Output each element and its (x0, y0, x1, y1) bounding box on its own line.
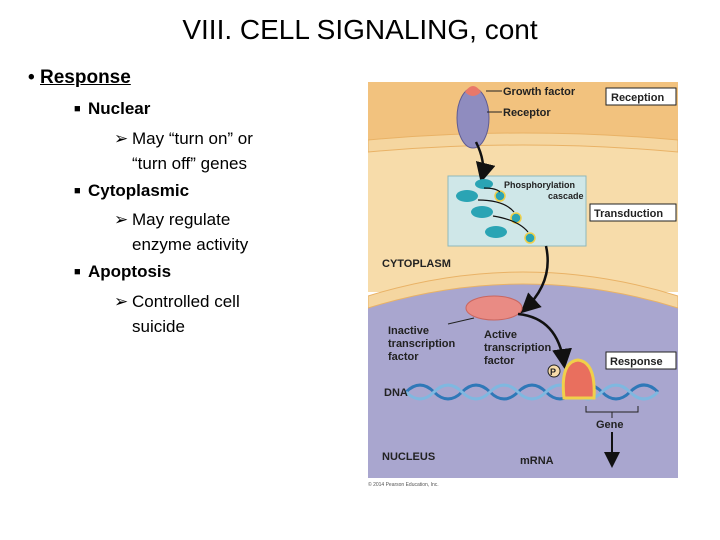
cytoplasm-label: CYTOPLASM (382, 258, 451, 270)
inactive-tf-label-3: factor (388, 351, 419, 363)
phosphorylation-label-1: Phosphorylation (504, 180, 575, 190)
phosphate-p-label: P (550, 367, 556, 377)
gene-bracket (585, 406, 639, 418)
arrow-bullet-icon: ➢ (114, 210, 129, 229)
square-bullet-icon: ■ (74, 185, 81, 197)
kinase-3 (471, 206, 493, 218)
bullet-cytoplasmic-label: Cytoplasmic (88, 181, 190, 200)
growth-factor-label: Growth factor (503, 86, 576, 98)
bullet-apoptosis: ■ Apoptosis (74, 260, 172, 284)
active-tf-label-1: Active (484, 329, 517, 341)
slide-title: VIII. CELL SIGNALING, cont (182, 14, 538, 45)
bullet-nuclear: ■ Nuclear (74, 97, 151, 121)
copyright-label: © 2014 Pearson Education, Inc. (368, 481, 439, 488)
square-bullet-icon: ■ (74, 103, 81, 115)
nuclear-detail-text-2: “turn off” genes (132, 154, 247, 173)
bullet-response-label: Response (40, 67, 131, 88)
apoptosis-detail-line-1: ➢ Controlled cell (114, 290, 332, 314)
kinase-2 (456, 190, 478, 202)
dna-label: DNA (384, 387, 408, 399)
cytoplasmic-detail-text-2: enzyme activity (132, 235, 249, 254)
active-transcription-factor-shape (561, 358, 596, 400)
nuclear-detail-text-1: May “turn on” or (132, 129, 253, 148)
phosphorylation-cascade-box (447, 175, 587, 247)
apoptosis-detail-text-2: suicide (132, 317, 185, 336)
figure-svg: P Growth factor Receptor Reception Phosp… (367, 82, 679, 488)
phosphorylation-label-2: cascade (548, 191, 584, 201)
phosphate-p-circle (547, 364, 561, 378)
arrow-bullet-icon: ➢ (114, 129, 129, 148)
active-tf-label-2: transcription (484, 342, 552, 354)
kinase-4 (485, 226, 507, 238)
transduction-label: Transduction (594, 208, 663, 220)
signal-arrow-3 (517, 312, 572, 369)
reception-label: Reception (611, 92, 664, 104)
signal-arrow-1 (474, 141, 496, 183)
cytoplasmic-detail-text-1: May regulate (132, 210, 231, 229)
square-bullet-icon: ■ (74, 266, 81, 278)
nucleus-region (368, 283, 678, 478)
dna-helix (404, 383, 660, 401)
response-box (605, 351, 677, 370)
inactive-tf-label-1: Inactive (388, 325, 429, 337)
nuclear-detail-line-1: ➢ May “turn on” or (114, 127, 332, 151)
arrow-bullet-icon: ➢ (114, 292, 129, 311)
apoptosis-detail-text-1: Controlled cell (132, 292, 240, 311)
active-tf-label-3: factor (484, 355, 515, 367)
inactive-transcription-factor-shape (465, 295, 523, 321)
receptor-shape (456, 87, 490, 149)
transduction-box (589, 203, 677, 222)
round-bullet-icon: • (28, 67, 35, 88)
nucleus-label: NUCLEUS (382, 451, 435, 463)
bullet-nuclear-label: Nuclear (88, 99, 151, 118)
kinase-2-phosphate (494, 190, 506, 202)
reception-box (605, 87, 677, 106)
growth-factor-shape (465, 86, 481, 96)
inactive-tf-label-2: transcription (388, 338, 456, 350)
signal-arrow-2 (520, 245, 549, 314)
cell-signaling-figure: P Growth factor Receptor Reception Phosp… (367, 82, 679, 488)
mrna-label: mRNA (520, 455, 554, 467)
kinase-1 (475, 179, 493, 189)
receptor-label: Receptor (503, 107, 551, 119)
kinase-4-phosphate (524, 232, 536, 244)
gene-label: Gene (596, 419, 624, 431)
response-label: Response (610, 356, 663, 368)
cytoplasmic-detail-line-1: ➢ May regulate (114, 208, 332, 232)
bullet-cytoplasmic: ■ Cytoplasmic (74, 179, 190, 203)
bullet-response: • Response (28, 66, 131, 90)
bullet-apoptosis-label: Apoptosis (88, 262, 172, 281)
